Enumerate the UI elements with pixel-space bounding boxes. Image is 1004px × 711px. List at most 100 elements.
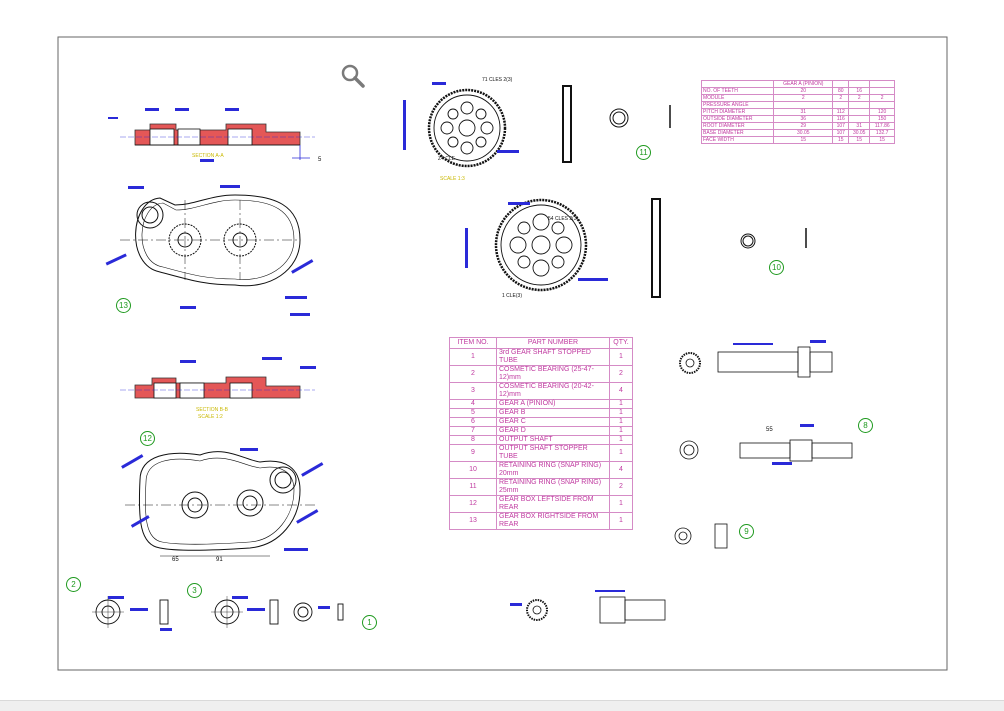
bom-cell-qty: 1 (609, 417, 633, 427)
section-view-a (120, 123, 315, 160)
spec-row-label: FACE WIDTH (700, 136, 775, 144)
spec-row-value: 15 (773, 136, 834, 144)
zoom-magnifier-icon[interactable] (340, 63, 366, 89)
dim-markers-housing-top (105, 185, 314, 316)
dim-markers-gear-a (510, 590, 625, 606)
teeth-label-mid: 54 CLES 2(3) (548, 216, 579, 222)
housing-right-view (120, 194, 301, 287)
bom-cell-qty: 1 (609, 426, 633, 436)
bom-cell-item: 1 (449, 348, 497, 366)
dim-markers-pinion (733, 340, 826, 345)
scale-b-label: SCALE 1:2 (198, 414, 223, 420)
bom-cell-qty: 1 (609, 495, 633, 513)
spec-row-label: PRESSURE ANGLE (700, 101, 775, 109)
balloon-11: 11 (636, 145, 651, 160)
spec-row-value: 80 (832, 87, 850, 95)
dim-55: 55 (766, 427, 773, 433)
spec-row-value: 29 (773, 122, 834, 130)
spec-row-value: 107 (832, 129, 850, 137)
spec-row-value: 30.05 (848, 129, 871, 137)
teeth-label-top: 71 CLES 2(3) (482, 77, 513, 83)
bom-cell-part: RETAINING RING (SNAP RING) 25mm (496, 478, 610, 496)
output-shaft (679, 439, 853, 462)
spec-row-value (773, 101, 834, 109)
bom-header-item: ITEM NO. (449, 337, 497, 349)
spec-row-value: 2 (832, 94, 850, 102)
spec-row-value (848, 108, 871, 116)
dim-91: 91 (216, 557, 223, 563)
dim-markers-gear-top (403, 82, 519, 153)
balloon-9: 9 (739, 524, 754, 539)
spec-row-value: 150 (869, 115, 895, 123)
dim-markers-b (180, 357, 316, 369)
spec-row-value: 15 (832, 136, 850, 144)
section-a-label: SECTION A-A (192, 153, 224, 159)
dim-markers-housing-bottom (121, 448, 324, 551)
bom-cell-item: 3 (449, 382, 497, 400)
bom-cell-item: 13 (449, 512, 497, 530)
bom-cell-part: GEAR BOX LEFTSIDE FROM REAR (496, 495, 610, 513)
dim-5-top: 5 (318, 157, 322, 163)
bom-cell-qty: 1 (609, 408, 633, 418)
dim-markers-bearings (108, 596, 330, 631)
scale-label-top: SCALE 1:3 (440, 176, 465, 182)
snap-ring-11 (609, 105, 671, 128)
bom-cell-part: GEAR B (496, 408, 610, 418)
drawing-frame (57, 36, 948, 671)
bom-cell-item: 12 (449, 495, 497, 513)
bom-cell-qty: 2 (609, 478, 633, 496)
spec-row-value (832, 101, 850, 109)
bom-header-part: PART NUMBER (496, 337, 610, 349)
bearing-item-3 (211, 596, 344, 628)
spec-row-value (869, 87, 895, 95)
spec-header-cell (832, 80, 850, 88)
dim-markers-output (772, 424, 814, 465)
bom-cell-item: 6 (449, 417, 497, 427)
spec-header-cell: GEAR A (PINION) (773, 80, 834, 88)
spec-row-value (848, 115, 871, 123)
bom-cell-qty: 4 (609, 382, 633, 400)
section-view-b (120, 376, 315, 399)
spec-row-value: 36 (773, 115, 834, 123)
bom-cell-qty: 1 (609, 444, 633, 462)
spec-row-value: 31 (848, 122, 871, 130)
bom-cell-part: 3rd GEAR SHAFT STOPPED TUBE (496, 348, 610, 366)
spec-row-value: 2 (773, 94, 834, 102)
dim-markers-a (108, 108, 239, 162)
bom-cell-qty: 1 (609, 348, 633, 366)
dim-65: 65 (172, 557, 179, 563)
spec-row-value: 30.05 (773, 129, 834, 137)
snap-ring-10 (740, 228, 807, 249)
viewer-bottom-bar (0, 700, 1004, 711)
bom-cell-qty: 1 (609, 435, 633, 445)
housing-left-view (125, 451, 315, 551)
spec-row-value: 117.86 (869, 122, 895, 130)
spec-row-label: OUTSIDE DIAMETER (700, 115, 775, 123)
bom-cell-part: OUTPUT SHAFT (496, 435, 610, 445)
spec-row-value: 31 (773, 108, 834, 116)
spec-row-label: BASE DIAMETER (700, 129, 775, 137)
spec-row-value: 116 (832, 115, 850, 123)
spec-row-value: 107 (832, 122, 850, 130)
spec-row-value: 2 (869, 94, 895, 102)
spec-row-value: 15 (869, 136, 895, 144)
gear-b-front-view (427, 88, 507, 168)
spec-row-label: NO. OF TEETH (700, 87, 775, 95)
balloon-8: 8 (858, 418, 873, 433)
balloon-10: 10 (769, 260, 784, 275)
